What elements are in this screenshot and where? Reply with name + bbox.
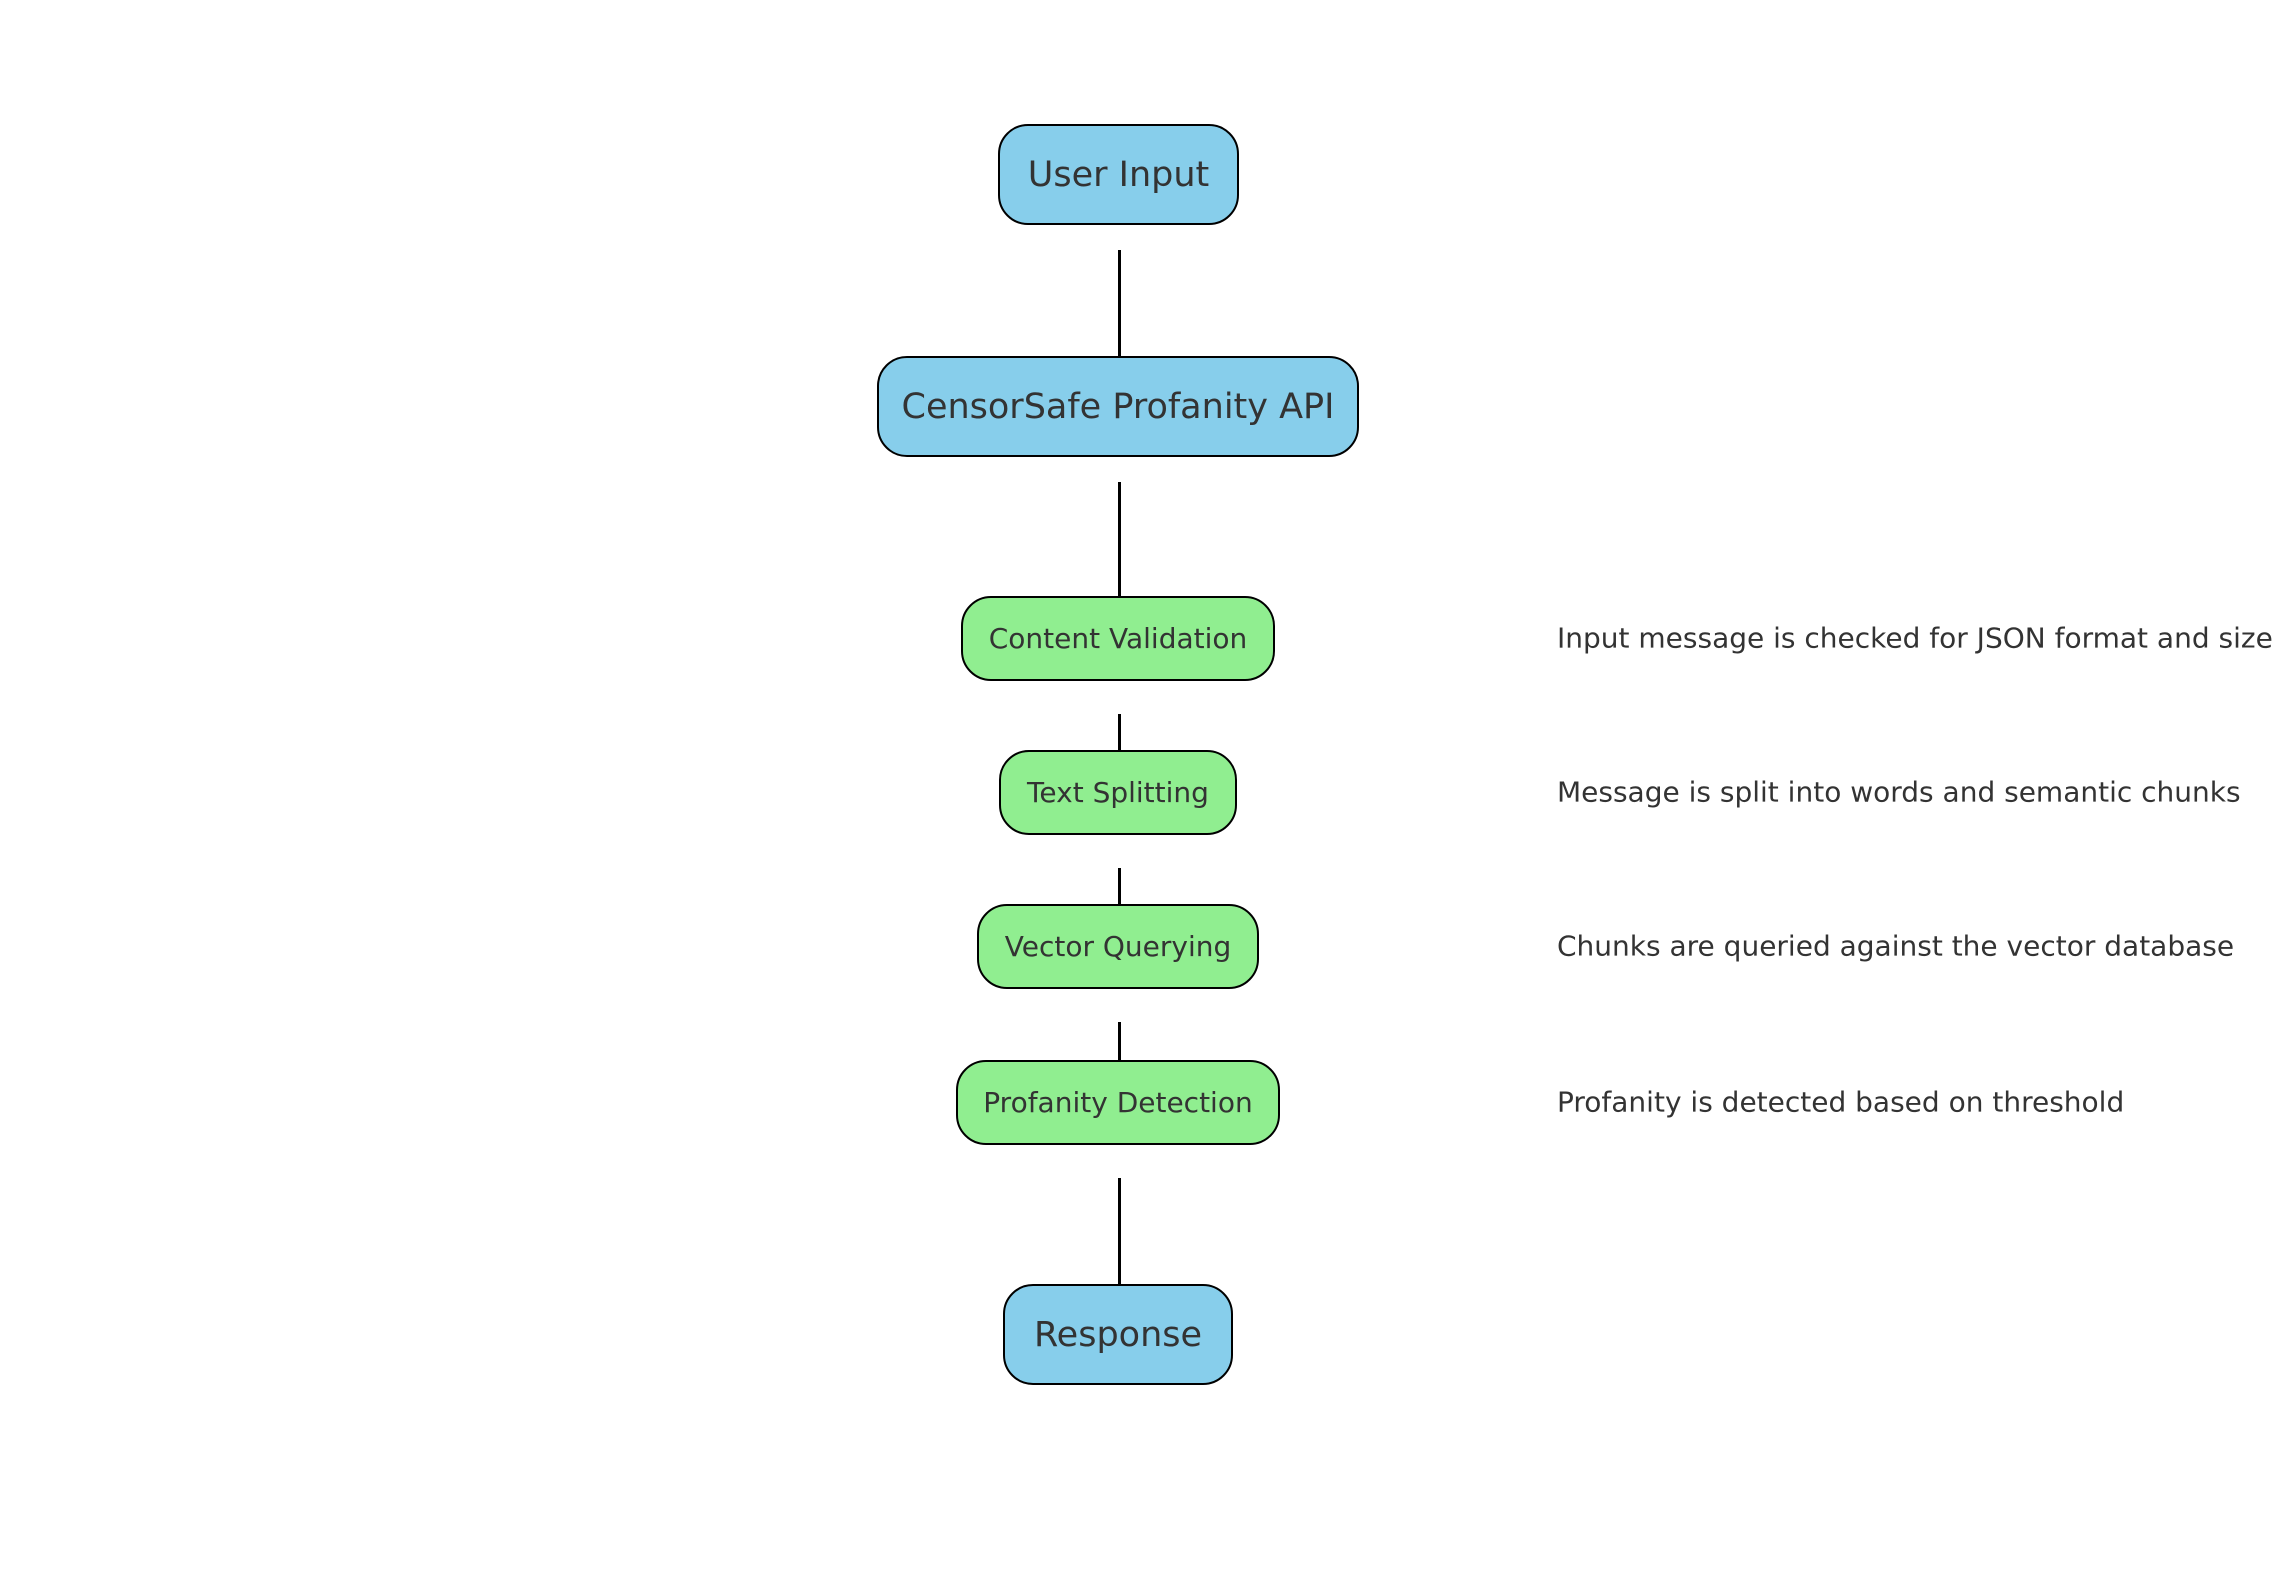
node-content-validation-label: Content Validation [988, 622, 1248, 655]
node-text-splitting-label: Text Splitting [1027, 776, 1209, 809]
node-vector-querying: Vector Querying [977, 904, 1259, 989]
note-vector-querying: Chunks are queried against the vector da… [1557, 929, 2235, 963]
node-vector-querying-label: Vector Querying [1004, 930, 1232, 963]
connector-content-validation-to-text-splitting [1118, 714, 1121, 750]
connector-profanity-detection-to-response [1118, 1178, 1121, 1284]
node-response: Response [1003, 1284, 1233, 1385]
connector-vector-querying-to-profanity-detection [1118, 1022, 1121, 1060]
note-text-splitting: Message is split into words and semantic… [1557, 775, 2241, 809]
node-censorsafe-api-label: CensorSafe Profanity API [901, 386, 1335, 427]
node-user-input: User Input [998, 124, 1239, 225]
connector-api-to-content-validation [1118, 482, 1121, 596]
note-content-validation: Input message is checked for JSON format… [1557, 621, 2273, 655]
node-censorsafe-api: CensorSafe Profanity API [877, 356, 1359, 457]
node-profanity-detection: Profanity Detection [956, 1060, 1280, 1145]
connector-user-input-to-api [1118, 250, 1121, 356]
note-profanity-detection: Profanity is detected based on threshold [1557, 1085, 2125, 1119]
node-user-input-label: User Input [1027, 154, 1210, 195]
node-content-validation: Content Validation [961, 596, 1275, 681]
node-profanity-detection-label: Profanity Detection [983, 1086, 1253, 1119]
connector-text-splitting-to-vector-querying [1118, 868, 1121, 904]
node-text-splitting: Text Splitting [999, 750, 1237, 835]
node-response-label: Response [1033, 1314, 1203, 1355]
